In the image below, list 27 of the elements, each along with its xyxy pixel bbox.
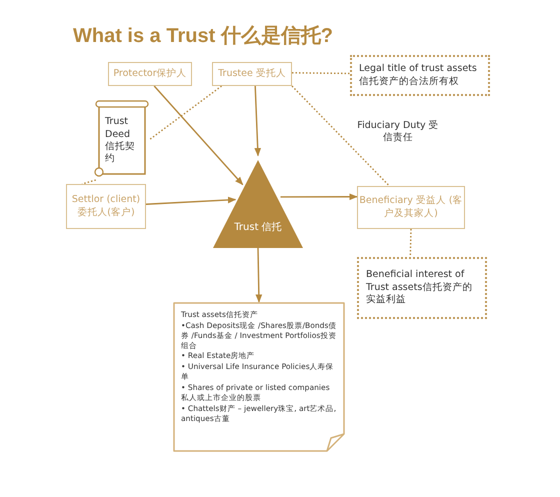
connector-line [410, 228, 412, 258]
arrow [254, 86, 262, 156]
assets-note [173, 302, 345, 452]
title: What is a Trust 什么是信托? [73, 24, 334, 49]
node-text: Beneficial interest of Trust assets信托资产的实益利益 [366, 269, 474, 307]
note-box [357, 257, 487, 319]
arrow [146, 196, 236, 205]
node-text: Legal title of trust assets 信托资产的合法所有权 [359, 63, 478, 88]
node-text: Beneficiary 受益人 (客户及其家人) [358, 195, 464, 220]
connector-line [148, 85, 222, 141]
note-box [350, 55, 490, 96]
role-box [357, 186, 465, 229]
connector-line [292, 86, 390, 186]
connector-line [82, 179, 96, 185]
role-box [108, 62, 192, 86]
edge-label: Fiduciary Duty 受信责任 [356, 120, 440, 145]
connector-line [292, 72, 350, 74]
role-box [66, 184, 146, 229]
node-text: Protector保护人 [113, 68, 187, 80]
arrow [256, 248, 262, 303]
arrow [280, 193, 358, 200]
node-label: Trust 信托 [234, 221, 282, 234]
role-box [212, 62, 292, 86]
node-text: Settlor (client) 委托人(客户) [70, 194, 142, 219]
arrow [154, 86, 244, 186]
trust-triangle [213, 160, 303, 248]
node-text: Trustee 受托人 [218, 68, 286, 80]
